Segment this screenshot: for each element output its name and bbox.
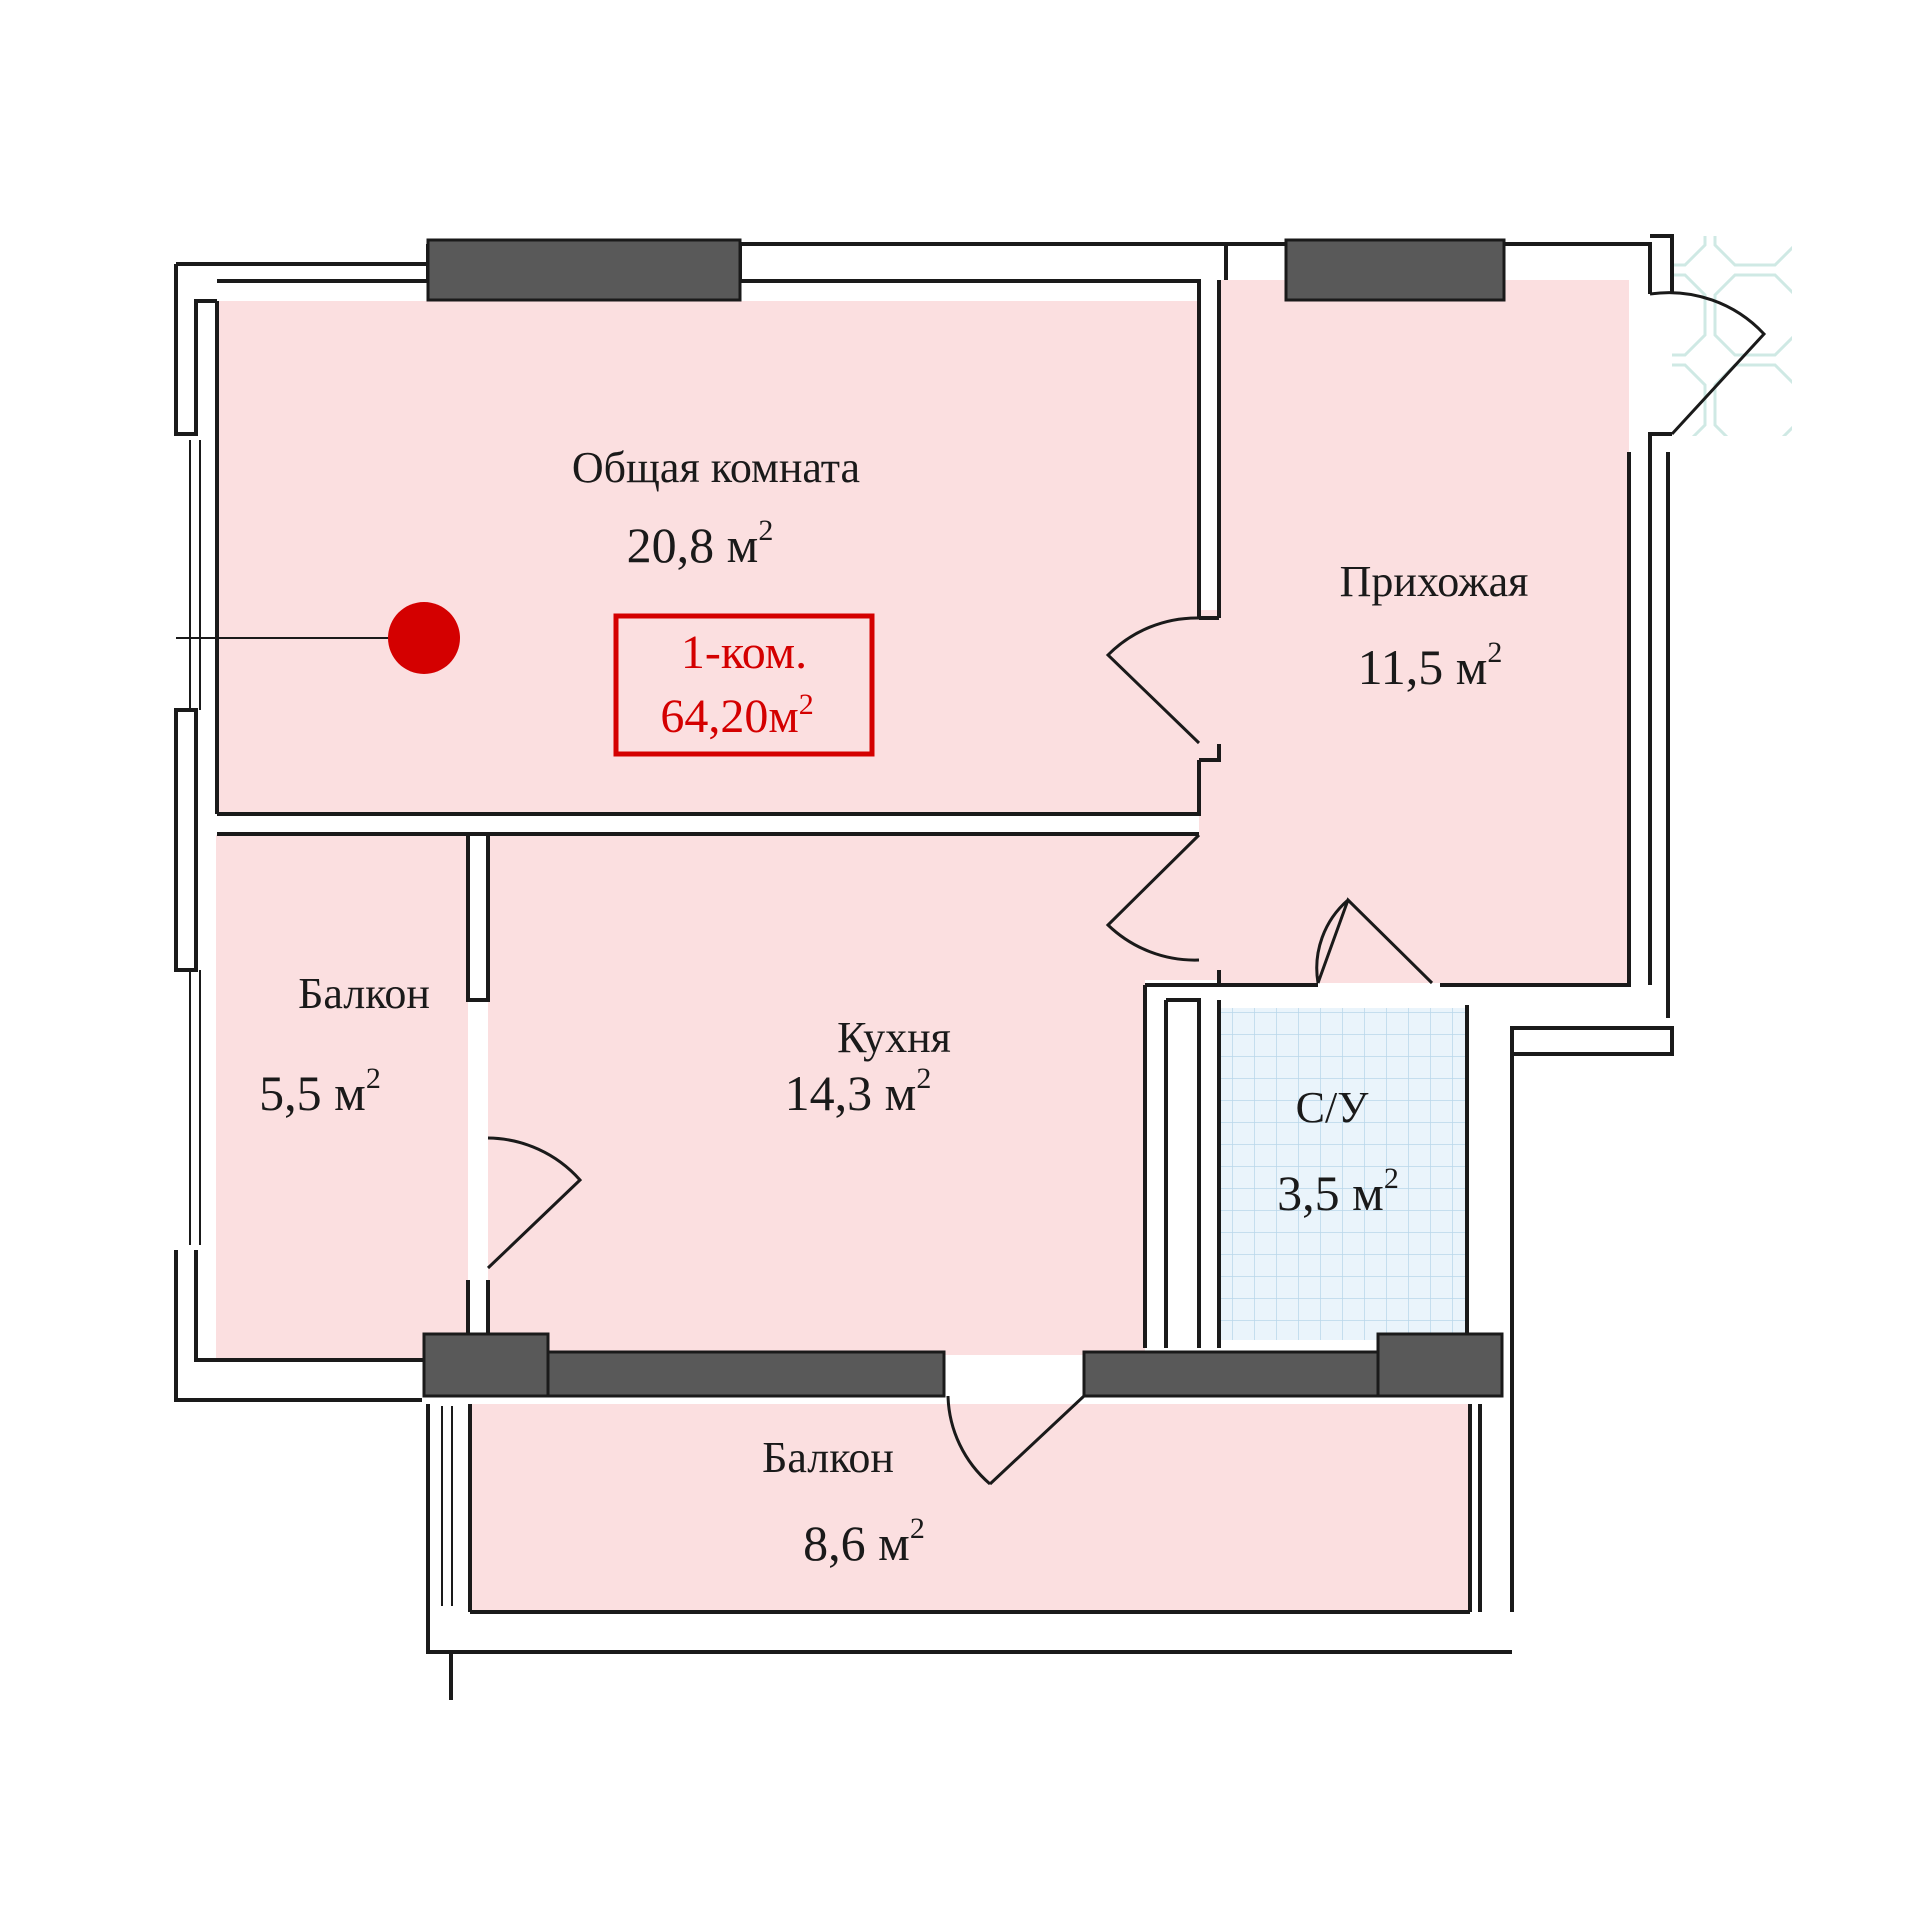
- hall-area: 11,5 м2: [1358, 636, 1503, 695]
- bathroom-floor[interactable]: [1219, 1008, 1467, 1340]
- windows: [176, 440, 453, 1606]
- room-labels: Общая комната 20,8 м2 Прихожая 11,5 м2 Б…: [259, 443, 1528, 1571]
- large-balcony-floor[interactable]: [470, 1404, 1470, 1612]
- bathroom-area: 3,5 м2: [1277, 1162, 1399, 1221]
- kitchen-name: Кухня: [837, 1013, 951, 1062]
- column: [546, 1350, 946, 1398]
- columns: [422, 238, 1506, 1398]
- small-balcony-floor[interactable]: [216, 835, 468, 1361]
- living-room-name: Общая комната: [572, 443, 860, 492]
- doors: [486, 291, 1767, 1486]
- location-marker[interactable]: [388, 602, 460, 674]
- apartment-total-badge: [613, 613, 875, 757]
- living-room-floor[interactable]: [217, 301, 1199, 814]
- column: [1376, 1332, 1504, 1398]
- column: [426, 238, 742, 302]
- column: [422, 1332, 550, 1398]
- small-balcony-area: 5,5 м2: [259, 1062, 381, 1121]
- kitchen-floor[interactable]: [488, 835, 1145, 1355]
- corridor-texture: [1672, 236, 1792, 436]
- kitchen-area: 14,3 м2: [785, 1062, 932, 1121]
- column: [1284, 238, 1506, 302]
- hall-floor[interactable]: [1219, 280, 1629, 983]
- apartment-total-area: 64,20м2: [660, 688, 813, 743]
- column: [1082, 1350, 1380, 1398]
- apartment-type-label: 1-ком.: [681, 626, 807, 679]
- hall-name: Прихожая: [1340, 557, 1529, 606]
- bathroom-name: С/У: [1296, 1083, 1370, 1132]
- living-room-area: 20,8 м2: [627, 514, 774, 573]
- small-balcony-name: Балкон: [298, 969, 430, 1018]
- large-balcony-area: 8,6 м2: [803, 1512, 925, 1571]
- large-balcony-name: Балкон: [762, 1433, 894, 1482]
